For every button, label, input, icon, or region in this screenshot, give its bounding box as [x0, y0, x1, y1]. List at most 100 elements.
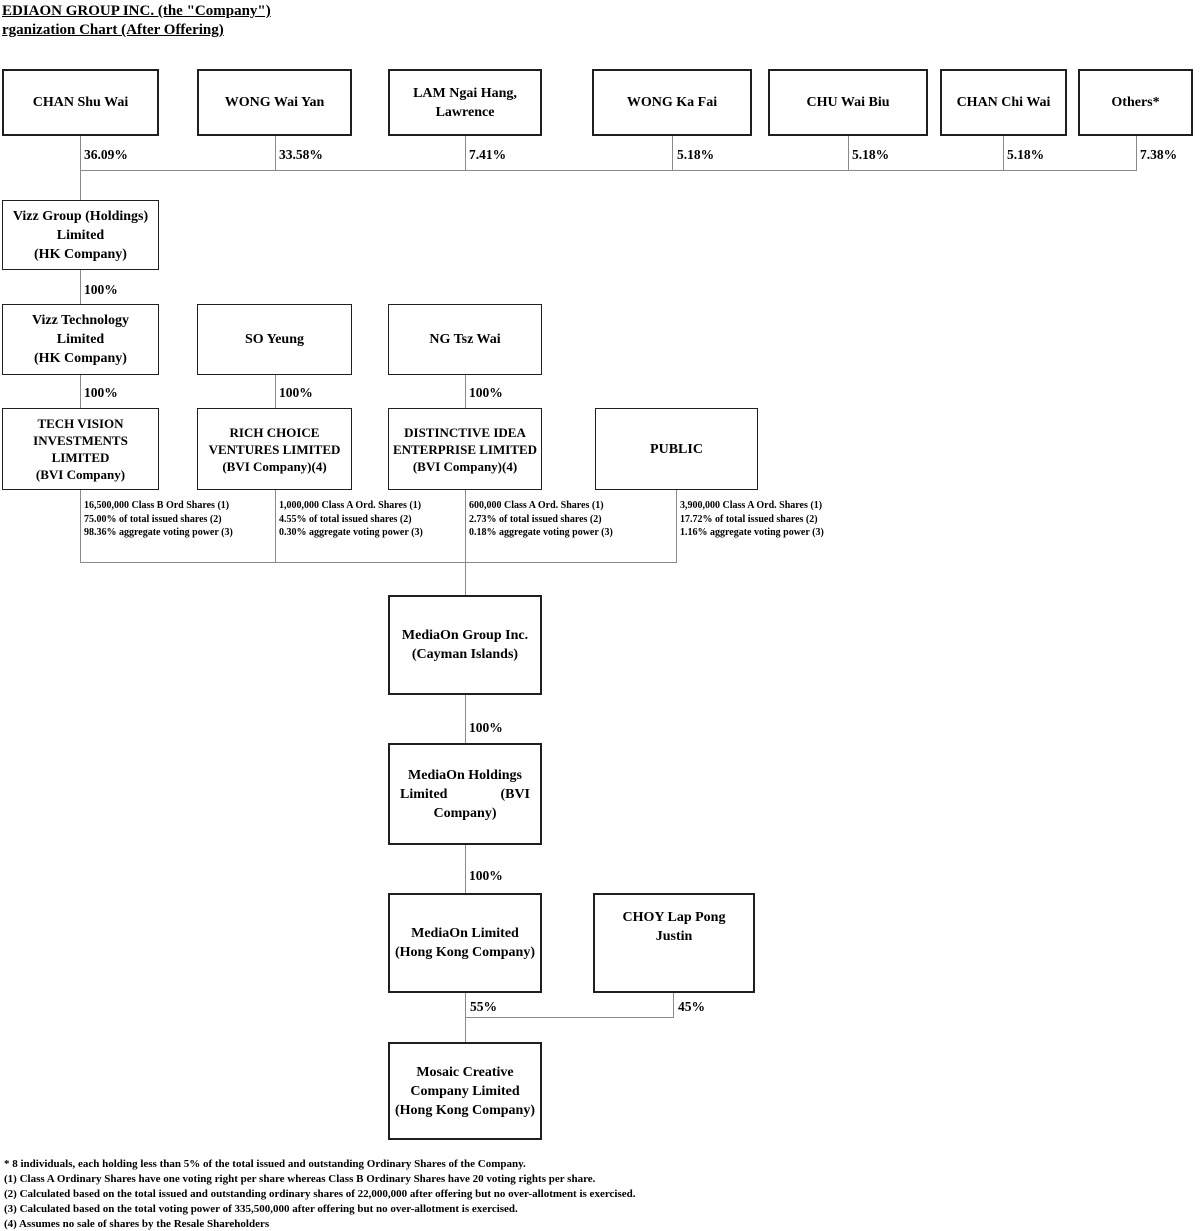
connector-line: [80, 170, 1137, 171]
share-line: 4.55% of total issued shares (2): [279, 513, 412, 525]
box-tech-vision: TECH VISION INVESTMENTS LIMITED (BVI Com…: [2, 408, 159, 490]
box-label-left: Limited: [400, 786, 448, 802]
footnote-line: (1) Class A Ordinary Shares have one vot…: [4, 1173, 596, 1185]
box-label: SO Yeung: [244, 332, 304, 347]
footnote-line: (4) Assumes no sale of shares by the Res…: [4, 1218, 270, 1230]
box-mediaon-holdings: MediaOn Holdings Limited (BVI Company): [388, 743, 542, 845]
share-line: 1.16% aggregate voting power (3): [680, 527, 824, 538]
box-rich-choice: RICH CHOICE VENTURES LIMITED (BVI Compan…: [197, 408, 352, 490]
connector-line: [465, 1017, 674, 1018]
box-mediaon-group: MediaOn Group Inc. (Cayman Islands): [388, 595, 542, 695]
box-label: CHAN Chi Wai: [956, 95, 1051, 110]
pct-vizz-group: 100%: [84, 282, 118, 297]
box-label: MediaOn Group Inc. (Cayman Islands): [401, 628, 529, 662]
connector-line: [80, 270, 81, 304]
connector-line: [275, 490, 276, 562]
pct-vizz-tech: 100%: [84, 385, 118, 400]
share-line: 1,000,000 Class A Ord. Shares (1): [279, 500, 422, 511]
footnote-line: * 8 individuals, each holding less than …: [4, 1158, 526, 1170]
box-label: Vizz Technology Limited (HK Company): [31, 313, 130, 366]
pct-lam-ngai-hang: 7.41%: [469, 147, 507, 162]
connector-line: [465, 845, 466, 893]
connector-line: [672, 136, 673, 170]
footnote-line: (2) Calculated based on the total issued…: [4, 1188, 636, 1200]
connector-line: [673, 993, 674, 1017]
connector-line: [1136, 136, 1137, 170]
pct-choy: 45%: [678, 999, 705, 1014]
box-so-yeung: SO Yeung: [197, 304, 352, 375]
box-vizz-technology: Vizz Technology Limited (HK Company): [2, 304, 159, 375]
box-label: Others*: [1111, 95, 1160, 110]
share-line: 0.30% aggregate voting power (3): [279, 527, 423, 538]
box-distinctive-idea: DISTINCTIVE IDEA ENTERPRISE LIMITED (BVI…: [388, 408, 542, 490]
pct-so-yeung: 100%: [279, 385, 313, 400]
box-chu-wai-biu: CHU Wai Biu: [768, 69, 928, 136]
share-line: 600,000 Class A Ord. Shares (1): [469, 500, 604, 511]
box-chan-chi-wai: CHAN Chi Wai: [940, 69, 1067, 136]
pct-mediaon-limited: 55%: [470, 999, 497, 1014]
box-choy-lap-pong: CHOY Lap Pong Justin: [593, 893, 755, 993]
connector-line: [465, 695, 466, 743]
box-label-line: Company): [433, 805, 497, 821]
box-label: DISTINCTIVE IDEA ENTERPRISE LIMITED (BVI…: [392, 424, 538, 474]
box-label: WONG Ka Fai: [626, 95, 718, 110]
connector-line: [1003, 136, 1004, 170]
share-line: 17.72% of total issued shares (2): [680, 513, 818, 525]
share-line: 16,500,000 Class B Ord Shares (1): [84, 500, 230, 511]
box-label: Mosaic Creative Company Limited (Hong Ko…: [394, 1064, 536, 1118]
pct-chu-wai-biu: 5.18%: [852, 147, 890, 162]
share-line: 98.36% aggregate voting power (3): [84, 527, 233, 538]
box-label: MediaOn Holdings Limited (BVI Company): [390, 766, 540, 823]
document-title: EDIAON GROUP INC. (the "Company") rganiz…: [2, 2, 271, 40]
connector-line: [275, 375, 276, 408]
box-label: NG Tsz Wai: [429, 332, 501, 347]
connector-line: [80, 170, 81, 200]
share-detail-rich-choice: 1,000,000 Class A Ord. Shares (1) 4.55% …: [279, 499, 474, 540]
connector-line: [80, 136, 81, 170]
box-label-right: (BVI: [500, 786, 530, 802]
share-line: 0.18% aggregate voting power (3): [469, 527, 613, 538]
box-chan-shu-wai: CHAN Shu Wai: [2, 69, 159, 136]
connector-line: [80, 490, 81, 562]
share-detail-tech-vision: 16,500,000 Class B Ord Shares (1) 75.00%…: [84, 499, 279, 540]
connector-line: [275, 136, 276, 170]
connector-line: [465, 375, 466, 408]
share-line: 75.00% of total issued shares (2): [84, 513, 222, 525]
connector-line: [848, 136, 849, 170]
box-label: RICH CHOICE VENTURES LIMITED (BVI Compan…: [208, 424, 341, 474]
connector-line: [465, 490, 466, 562]
box-vizz-group-holdings: Vizz Group (Holdings) Limited (HK Compan…: [2, 200, 159, 270]
connector-line: [465, 136, 466, 170]
box-label: WONG Wai Yan: [224, 95, 325, 110]
share-line: 2.73% of total issued shares (2): [469, 513, 602, 525]
footnote-line: (3) Calculated based on the total voting…: [4, 1203, 518, 1215]
pct-mediaon-group: 100%: [469, 720, 503, 735]
connector-line: [80, 562, 677, 563]
pct-chan-chi-wai: 5.18%: [1007, 147, 1045, 162]
box-label: TECH VISION INVESTMENTS LIMITED (BVI Com…: [33, 416, 128, 482]
box-label: CHU Wai Biu: [806, 95, 890, 110]
box-ng-tsz-wai: NG Tsz Wai: [388, 304, 542, 375]
box-label: PUBLIC: [650, 441, 703, 457]
pct-wong-wai-yan: 33.58%: [279, 147, 323, 162]
share-detail-distinctive: 600,000 Class A Ord. Shares (1) 2.73% of…: [469, 499, 664, 540]
share-line: 3,900,000 Class A Ord. Shares (1): [680, 500, 823, 511]
box-others: Others*: [1078, 69, 1193, 136]
share-detail-public: 3,900,000 Class A Ord. Shares (1) 17.72%…: [680, 499, 875, 540]
connector-line: [465, 562, 466, 595]
box-mosaic-creative: Mosaic Creative Company Limited (Hong Ko…: [388, 1042, 542, 1140]
pct-ng-tsz-wai: 100%: [469, 385, 503, 400]
connector-line: [676, 490, 677, 562]
box-wong-wai-yan: WONG Wai Yan: [197, 69, 352, 136]
box-lam-ngai-hang: LAM Ngai Hang, Lawrence: [388, 69, 542, 136]
title-line-1: EDIAON GROUP INC. (the "Company"): [2, 3, 271, 19]
pct-wong-ka-fai: 5.18%: [677, 147, 715, 162]
box-public: PUBLIC: [595, 408, 758, 490]
footnotes: * 8 individuals, each holding less than …: [4, 1157, 635, 1231]
pct-chan-shu-wai: 36.09%: [84, 147, 128, 162]
box-label-line: Limited (BVI: [390, 785, 540, 804]
box-label: CHAN Shu Wai: [32, 95, 129, 110]
title-line-2: rganization Chart (After Offering): [2, 22, 224, 38]
connector-line: [80, 375, 81, 408]
